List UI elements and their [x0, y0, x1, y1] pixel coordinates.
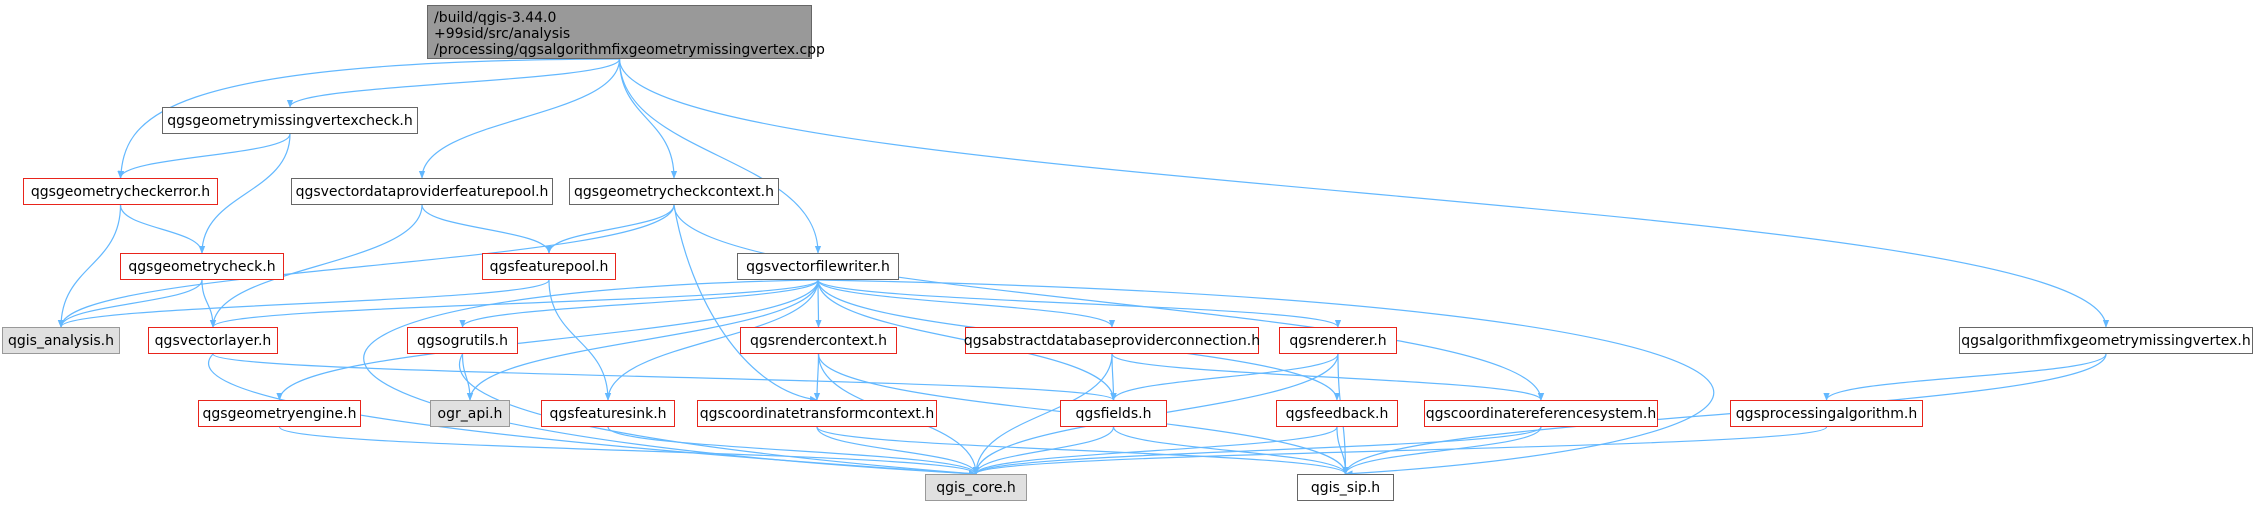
- edge-filewriter-to-dbproviderconnection: [817, 279, 1116, 328]
- ogrutils-node[interactable]: qgsogrutils.h: [407, 327, 518, 354]
- algorithm-header-node[interactable]: qgsalgorithmfixgeometrymissingvertex.h: [1959, 327, 2253, 354]
- dbproviderconnection-node[interactable]: qgsabstractdatabaseproviderconnection.h: [964, 327, 1260, 354]
- edge-featurepool-to-featuresink: [548, 279, 612, 401]
- edge-featuresink-to-core: [607, 426, 980, 475]
- processingalgorithm-node[interactable]: qgsprocessingalgorithm.h: [1730, 400, 1923, 427]
- edge-filewriter-to-vectorlayer: [209, 279, 819, 328]
- edge-root-to-checkcontext: [618, 58, 678, 179]
- edge-missingvertexcheck-to-geometrycheck: [198, 133, 291, 254]
- edge-ogrutils-to-ograpi: [461, 353, 474, 401]
- edge-geometryengine-to-core: [278, 426, 979, 475]
- edge-checkerror-to-analysis: [57, 204, 122, 328]
- edge-root-to-algheader: [618, 58, 2110, 328]
- checkcontext-node[interactable]: qgsgeometrycheckcontext.h: [569, 178, 779, 205]
- edge-coordtransformcontext-to-sip: [816, 426, 1349, 475]
- edge-checkerror-to-geometrycheck: [119, 204, 206, 254]
- featurepool-node[interactable]: qgsfeaturepool.h: [482, 253, 616, 280]
- missingvertexcheck-node[interactable]: qgsgeometrymissingvertexcheck.h: [162, 107, 418, 134]
- geometrycheck-node[interactable]: qgsgeometrycheck.h: [120, 253, 284, 280]
- edge-checkcontext-to-coordtransformcontext: [673, 204, 818, 403]
- edge-fields-to-core: [972, 426, 1115, 475]
- rendercontext-node[interactable]: qgsrendercontext.h: [740, 327, 897, 354]
- edge-checkcontext-to-analysis: [57, 204, 675, 328]
- root-file-node[interactable]: /build/qgis-3.44.0 +99sid/src/analysis /…: [427, 5, 825, 59]
- edge-root-to-missingvertexcheck: [286, 58, 621, 108]
- edge-filewriter-to-rendercontext: [815, 279, 822, 328]
- edge-coordtransformcontext-to-core: [816, 426, 980, 475]
- checkerror-node[interactable]: qgsgeometrycheckerror.h: [23, 178, 218, 205]
- edge-root-to-dataproviderfeaturepool: [418, 58, 621, 179]
- edge-geometrycheck-to-analysis: [57, 279, 203, 328]
- renderer-node[interactable]: qgsrenderer.h: [1279, 327, 1397, 354]
- coordinatereferencesystem-node[interactable]: qgscoordinatereferencesystem.h: [1424, 400, 1658, 427]
- edge-missingvertexcheck-to-checkerror: [117, 133, 291, 179]
- edge-filewriter-to-featuresink: [604, 279, 819, 401]
- edge-vectorlayer-to-core: [207, 353, 977, 477]
- edge-root-to-filewriter: [618, 58, 822, 254]
- analysis-node[interactable]: qgis_analysis.h: [2, 327, 120, 354]
- edge-crs-to-sip: [1342, 426, 1542, 475]
- geometryengine-node[interactable]: qgsgeometryengine.h: [198, 400, 361, 427]
- edge-checkcontext-to-crs: [673, 204, 1545, 401]
- edge-renderer-to-fields: [1110, 353, 1339, 401]
- filewriter-node[interactable]: qgsvectorfilewriter.h: [737, 253, 899, 280]
- feedback-node[interactable]: qgsfeedback.h: [1276, 400, 1398, 427]
- edge-dataproviderfeaturepool-to-vectorlayer: [209, 204, 423, 328]
- edge-algheader-to-processingalgorithm: [1823, 353, 2107, 401]
- ograpi-node[interactable]: ogr_api.h: [430, 400, 510, 427]
- include-edges: [57, 58, 2110, 477]
- edge-rendercontext-to-coordtransformcontext: [813, 353, 821, 401]
- edge-dbproviderconnection-to-crs: [1111, 353, 1545, 401]
- edge-vectorlayer-to-fields: [212, 353, 1117, 401]
- vectorlayer-node[interactable]: qgsvectorlayer.h: [148, 327, 278, 354]
- edge-filewriter-to-ograpi: [466, 279, 819, 401]
- edge-dataproviderfeaturepool-to-featurepool: [421, 204, 553, 254]
- coordinatetransformcontext-node[interactable]: qgscoordinatetransformcontext.h: [697, 400, 937, 427]
- edge-feedback-to-core: [972, 426, 1338, 475]
- edge-filewriter-to-core: [363, 279, 977, 477]
- edge-filewriter-to-renderer: [817, 279, 1342, 328]
- fields-node[interactable]: qgsfields.h: [1060, 400, 1167, 427]
- edge-processingalgorithm-to-core: [973, 426, 1828, 475]
- featuresink-node[interactable]: qgsfeaturesink.h: [541, 400, 675, 427]
- edge-filewriter-to-sip: [817, 279, 1715, 477]
- edge-filewriter-to-geometryengine: [276, 279, 819, 401]
- edge-dbproviderconnection-to-core: [972, 353, 1113, 475]
- edge-filewriter-to-ogrutils: [459, 279, 819, 328]
- edge-featurepool-to-analysis: [57, 279, 550, 328]
- edge-geometrycheck-to-vectorlayer: [201, 279, 217, 328]
- edge-crs-to-core: [972, 426, 1542, 475]
- dataproviderfeaturepool-node[interactable]: qgsvectordataproviderfeaturepool.h: [291, 178, 553, 205]
- core-node[interactable]: qgis_core.h: [925, 474, 1027, 501]
- edge-root-to-checkerror: [117, 58, 620, 179]
- sip-node[interactable]: qgis_sip.h: [1297, 474, 1394, 501]
- edge-fields-to-sip: [1112, 426, 1349, 475]
- edge-checkcontext-to-featurepool: [545, 204, 675, 254]
